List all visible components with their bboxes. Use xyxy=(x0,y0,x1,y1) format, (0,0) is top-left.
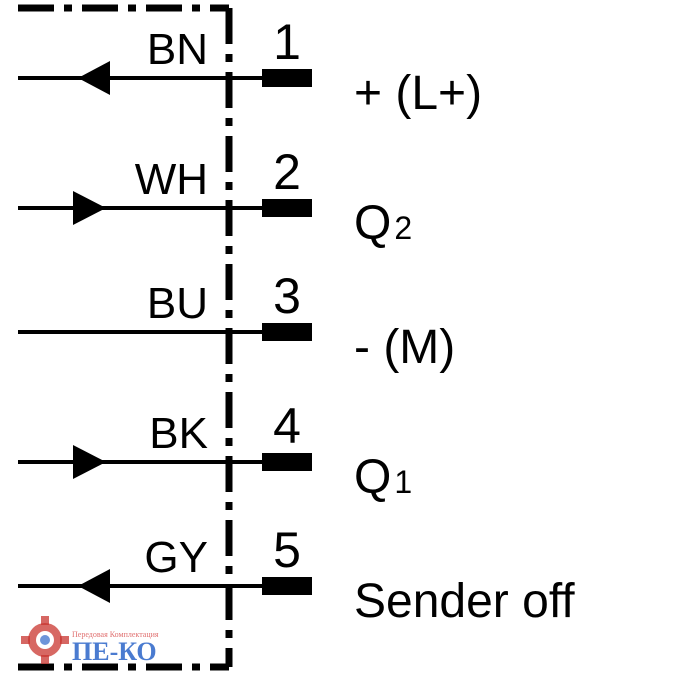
pin-terminal xyxy=(262,323,312,341)
wire-color-label: GY xyxy=(144,533,208,582)
arrow-out-icon xyxy=(73,191,106,225)
pin-number: 4 xyxy=(273,398,301,454)
arrow-in-icon xyxy=(78,61,110,95)
pin-terminal xyxy=(262,577,312,595)
pin-function: + (L+) xyxy=(354,67,482,120)
pin-function: Sender off xyxy=(354,575,575,628)
pin-number: 5 xyxy=(273,522,301,578)
pin-function: - (M) xyxy=(354,321,455,374)
housing-outline xyxy=(18,4,233,671)
wire-color-label: BK xyxy=(149,409,208,458)
pin-terminal xyxy=(262,199,312,217)
gear-icon xyxy=(21,616,69,664)
pin-function-subscript: 1 xyxy=(394,464,412,500)
pin-function-subscript: 2 xyxy=(394,210,412,246)
pin-function-label: - (M) xyxy=(354,321,455,374)
watermark-logo: Передовая Комплектация ПЕ-КО xyxy=(21,616,159,666)
pin-number: 2 xyxy=(273,144,301,200)
pin-number: 1 xyxy=(273,14,301,70)
pin-number: 3 xyxy=(273,268,301,324)
wire-color-label: BU xyxy=(147,279,208,328)
pin-function: Q1 xyxy=(354,451,412,504)
wire-color-label: WH xyxy=(135,155,208,204)
pin-row-3: BU 3 - (M) xyxy=(18,268,455,374)
arrow-out-icon xyxy=(73,445,106,479)
pin-function-label: Q xyxy=(354,197,391,250)
watermark-brand: ПЕ-КО xyxy=(72,637,157,666)
arrow-in-icon xyxy=(78,569,110,603)
pin-terminal xyxy=(262,69,312,87)
pin-function: Q2 xyxy=(354,197,412,250)
pin-function-label: Sender off xyxy=(354,575,575,628)
pin-function-label: Q xyxy=(354,451,391,504)
pin-function-label: + (L+) xyxy=(354,67,482,120)
pin-row-1: BN 1 + (L+) xyxy=(18,14,482,120)
pin-terminal xyxy=(262,453,312,471)
wire-color-label: BN xyxy=(147,25,208,74)
watermark-tagline: Передовая Комплектация xyxy=(72,630,159,639)
